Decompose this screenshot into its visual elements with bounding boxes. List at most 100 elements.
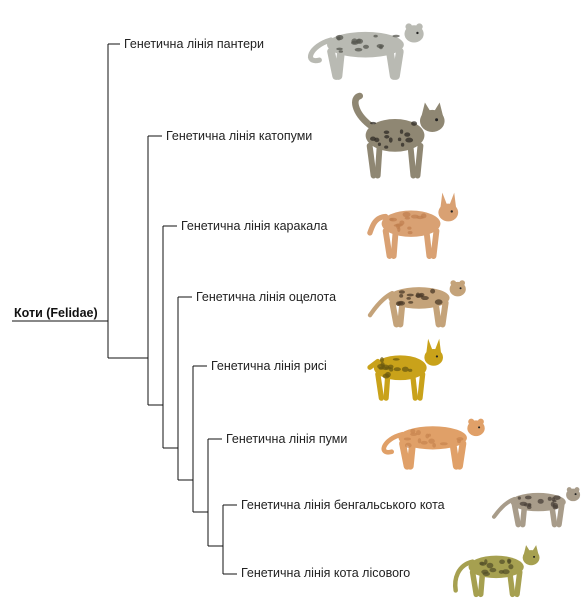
eye-shape (416, 32, 418, 34)
coat-spot (408, 301, 413, 304)
coat-spot (525, 496, 532, 500)
coat-spot (415, 294, 423, 298)
leg-shape (392, 303, 396, 325)
coat-spot (384, 131, 390, 135)
leg-shape (420, 374, 423, 398)
coat-spot (480, 562, 486, 566)
snow-leopard-illustration (311, 23, 424, 76)
coat-spot (396, 224, 400, 229)
coat-spot (392, 35, 399, 38)
leg-shape (396, 52, 400, 77)
coat-spot (384, 135, 389, 139)
marbled-cat-illustration (355, 96, 444, 176)
eye-shape (451, 210, 453, 212)
eye-shape (436, 355, 438, 357)
caracal-illustration (370, 193, 458, 256)
coat-spot (430, 289, 435, 294)
coat-spot (370, 122, 376, 124)
puma-illustration (384, 419, 485, 467)
coat-spot (394, 367, 401, 371)
coat-spot (405, 138, 413, 143)
head-shape (420, 110, 445, 132)
coat-spot (383, 374, 390, 379)
lineage-label-puma: Генетична лінія пуми (226, 432, 347, 446)
coat-spot (432, 443, 436, 448)
coat-spot (528, 503, 531, 507)
coat-spot (489, 568, 496, 572)
coat-spot (355, 48, 363, 52)
coat-spot (538, 499, 544, 504)
coat-spot (393, 358, 400, 360)
tail-shape (355, 96, 369, 125)
coat-spot (408, 231, 413, 234)
coat-spot (363, 45, 369, 49)
coat-spot (373, 35, 377, 38)
coat-spot (421, 213, 427, 218)
coat-spot (400, 129, 403, 134)
head-shape (467, 420, 484, 436)
eye-shape (478, 426, 480, 428)
leg-shape (386, 231, 390, 256)
root-label: Коти (Felidae) (14, 306, 98, 320)
coat-spot (402, 367, 409, 372)
head-shape (566, 489, 580, 502)
coat-spot (421, 441, 428, 445)
coat-spot (380, 357, 384, 362)
coat-spot (507, 559, 511, 564)
eye-shape (575, 493, 577, 495)
leg-shape (443, 303, 446, 325)
coat-spot (518, 496, 521, 499)
coat-spot (339, 50, 343, 53)
coat-spot (553, 505, 559, 509)
leopard-cat-illustration (494, 487, 580, 524)
coat-spot (407, 294, 414, 297)
coat-spot (351, 41, 359, 45)
coat-spot (520, 502, 527, 506)
coat-spot (378, 142, 381, 146)
coat-spot (418, 438, 421, 443)
coat-spot (398, 137, 401, 141)
coat-spot (499, 559, 505, 564)
coat-spot (411, 121, 417, 126)
coat-spot (416, 430, 421, 435)
coat-spot (553, 500, 557, 503)
lineage-label-caracal: Генетична лінія каракала (181, 219, 327, 233)
leg-shape (418, 146, 421, 176)
leg-shape (473, 572, 477, 594)
ocelot-illustration (370, 280, 466, 324)
leg-shape (559, 505, 562, 524)
coat-spot (384, 146, 388, 149)
wildcat-illustration (455, 545, 539, 594)
coat-spot (389, 218, 393, 221)
head-shape (404, 25, 423, 42)
coat-spot (502, 569, 509, 574)
coat-spot (508, 564, 513, 569)
lynx-illustration (370, 339, 443, 398)
coat-spot (440, 442, 448, 445)
lineage-label-ocelot: Генетична лінія оцелота (196, 290, 336, 304)
tree-edges (108, 44, 237, 574)
lineage-label-wildcat: Генетична лінія кота лісового (241, 566, 410, 580)
lineage-label-catopuma: Генетична лінія катопуми (166, 129, 312, 143)
coat-spot (411, 215, 419, 219)
leg-shape (517, 572, 520, 594)
leg-shape (378, 374, 382, 398)
lineage-label-panther: Генетична лінія пантери (124, 37, 264, 51)
coat-spot (405, 443, 412, 448)
coat-spot (404, 437, 411, 440)
leg-shape (338, 52, 341, 77)
coat-spot (428, 434, 431, 437)
coat-spot (399, 294, 403, 298)
lineage-label-lynx: Генетична лінія рисі (211, 359, 327, 373)
head-shape (424, 349, 443, 366)
head-shape (523, 550, 540, 565)
coat-spot (401, 143, 404, 147)
eye-shape (460, 287, 462, 289)
coat-spot (336, 48, 343, 51)
coat-spot (407, 227, 411, 230)
coat-spot (385, 366, 391, 369)
coat-spot (457, 439, 461, 443)
leg-shape (434, 231, 437, 256)
coat-spot (399, 290, 405, 294)
coat-spot (404, 132, 410, 136)
